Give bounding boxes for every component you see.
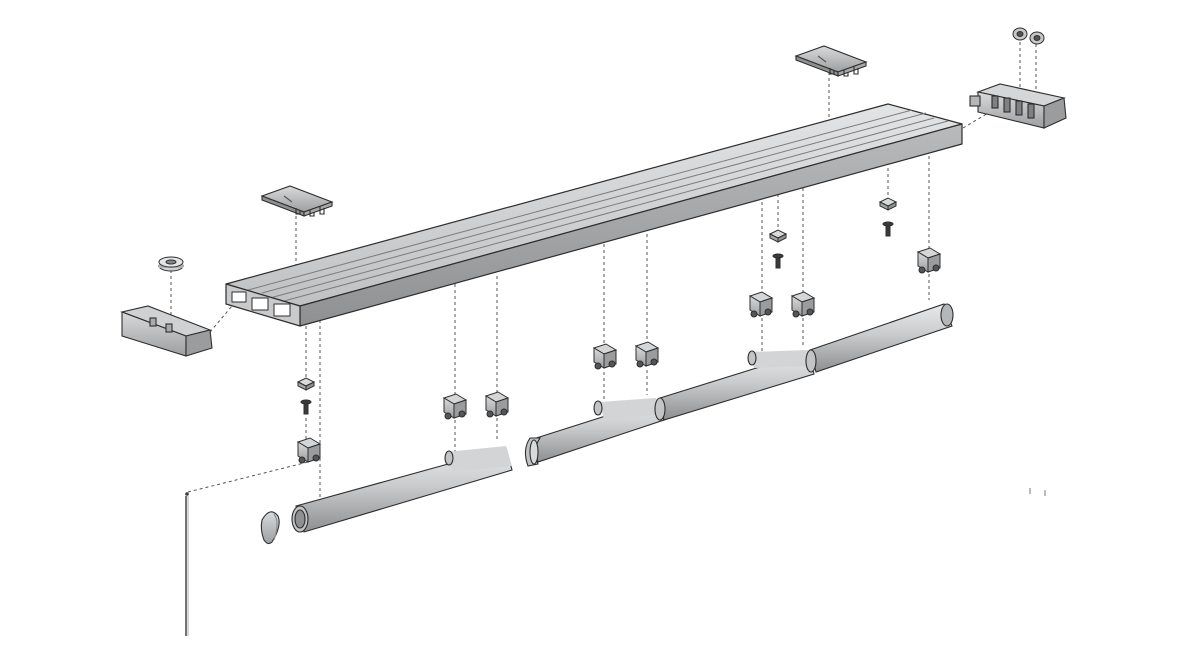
square-nut [768,229,788,243]
runner-carriage [442,393,468,420]
square-nut [296,377,316,391]
guide-line [187,461,309,493]
pull-cord [185,492,189,636]
screw [300,399,312,415]
guide-line [209,305,233,333]
guide-line [962,111,991,129]
glide-button [158,256,184,272]
runner-carriage [484,391,510,418]
runner-carriage [748,291,774,318]
screw [772,253,784,269]
runner-carriage [790,291,816,318]
runner-carriage [592,343,618,370]
screw [882,221,894,237]
mounting-bracket [794,45,868,77]
square-nut [878,197,898,211]
reference-mark [1029,488,1046,496]
runner-carriage [296,437,322,464]
wand-end-tip [260,511,280,545]
end-cap-with-pulleys [969,83,1067,129]
pulley-wheel [1029,31,1045,45]
wand-rod [291,303,954,533]
runner-carriage [634,341,660,368]
rail-profile [225,103,963,327]
pulley-wheel [1012,27,1028,41]
end-cap [120,305,213,357]
mounting-bracket [260,185,334,217]
runner-carriage [916,247,942,274]
